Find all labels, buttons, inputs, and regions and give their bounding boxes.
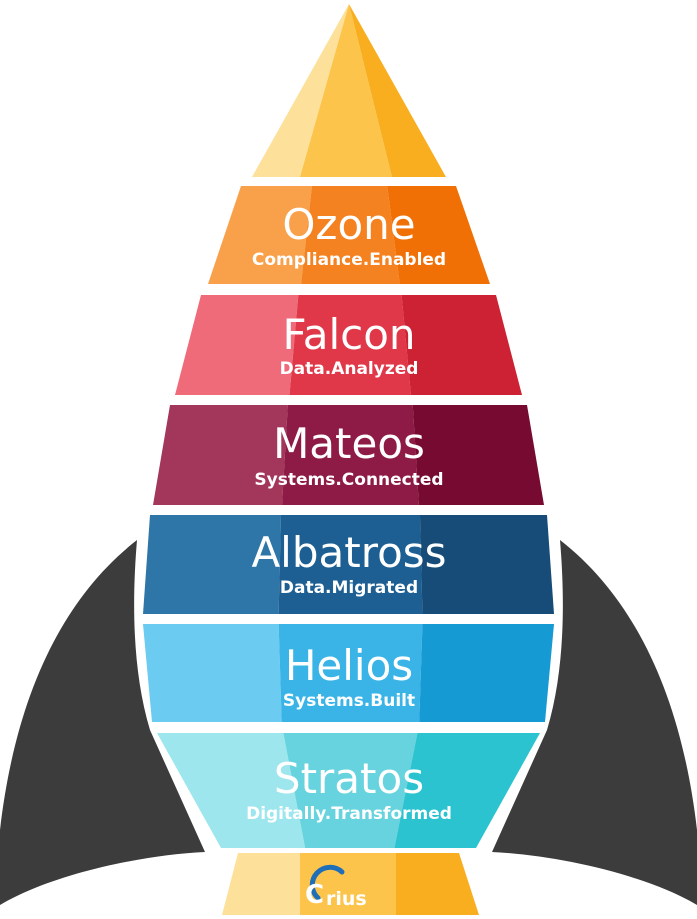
nose-cone: [252, 4, 446, 177]
stage-tagline: Data.Migrated: [280, 578, 418, 598]
crius-logo: C rius: [305, 864, 367, 910]
stage-segment: [401, 295, 522, 395]
stage-segment: [143, 515, 282, 614]
stage-segment: [278, 515, 423, 614]
stage-segment: [143, 624, 282, 722]
stage-segment: [175, 295, 299, 395]
stage-segment: [208, 186, 312, 284]
stage-title: Falcon: [282, 310, 415, 359]
stage-tagline: Systems.Connected: [254, 470, 443, 490]
stage-title: Helios: [285, 641, 413, 690]
stage-segment: [419, 624, 554, 722]
right-fin: [492, 540, 697, 905]
stage-segment: [301, 186, 400, 284]
stage-title: Mateos: [273, 419, 425, 468]
stage-segment: [282, 405, 419, 505]
left-fin: [0, 540, 205, 905]
stage-segment: [387, 186, 490, 284]
logo-arc-icon: [309, 864, 345, 901]
stage-tagline: Data.Analyzed: [280, 359, 419, 379]
stage-tagline: Digitally.Transformed: [246, 804, 452, 824]
stage-segment: [419, 515, 554, 614]
stage-segment: [283, 733, 418, 848]
stage-segment: [278, 624, 423, 722]
stage-title: Stratos: [274, 754, 424, 803]
logo-initial: C: [305, 880, 324, 910]
stage-tagline: Systems.Built: [283, 691, 415, 711]
stage-segment: [412, 405, 544, 505]
stage-segment: [289, 295, 411, 395]
stage-segment: [157, 733, 306, 848]
stage-segment: [153, 405, 288, 505]
stage-bands: OzoneCompliance.EnabledFalconData.Analyz…: [143, 186, 554, 848]
stage-title: Albatross: [251, 528, 446, 577]
stage-title: Ozone: [282, 200, 415, 249]
logo-text: rius: [326, 888, 367, 910]
stage-tagline: Compliance.Enabled: [252, 250, 446, 270]
stage-segment: [394, 733, 540, 848]
